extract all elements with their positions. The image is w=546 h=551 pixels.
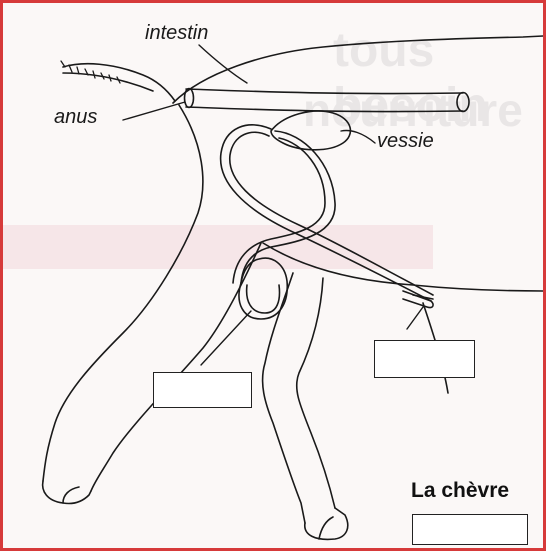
goat-rump-outline <box>43 105 203 481</box>
label-intestin: intestin <box>145 23 208 43</box>
goat-anatomy-drawing <box>3 3 546 551</box>
intestine-end <box>457 93 469 112</box>
answer-box-bottom[interactable] <box>412 514 528 545</box>
leader-penis <box>407 307 423 329</box>
goat-belly <box>263 243 543 291</box>
answer-box-penis[interactable] <box>374 340 475 378</box>
bladder-vessie <box>271 111 350 150</box>
leader-anus <box>123 102 185 120</box>
label-vessie: vessie <box>377 131 434 151</box>
diagram-title: La chèvre <box>411 479 509 503</box>
anus-opening <box>185 89 194 108</box>
answer-box-scrotum[interactable] <box>153 372 252 408</box>
leader-intestin <box>199 45 247 83</box>
second-hoof <box>305 508 348 539</box>
label-anus: anus <box>54 107 97 127</box>
leader-scrotum <box>201 311 251 365</box>
intestine-tube <box>186 89 463 112</box>
